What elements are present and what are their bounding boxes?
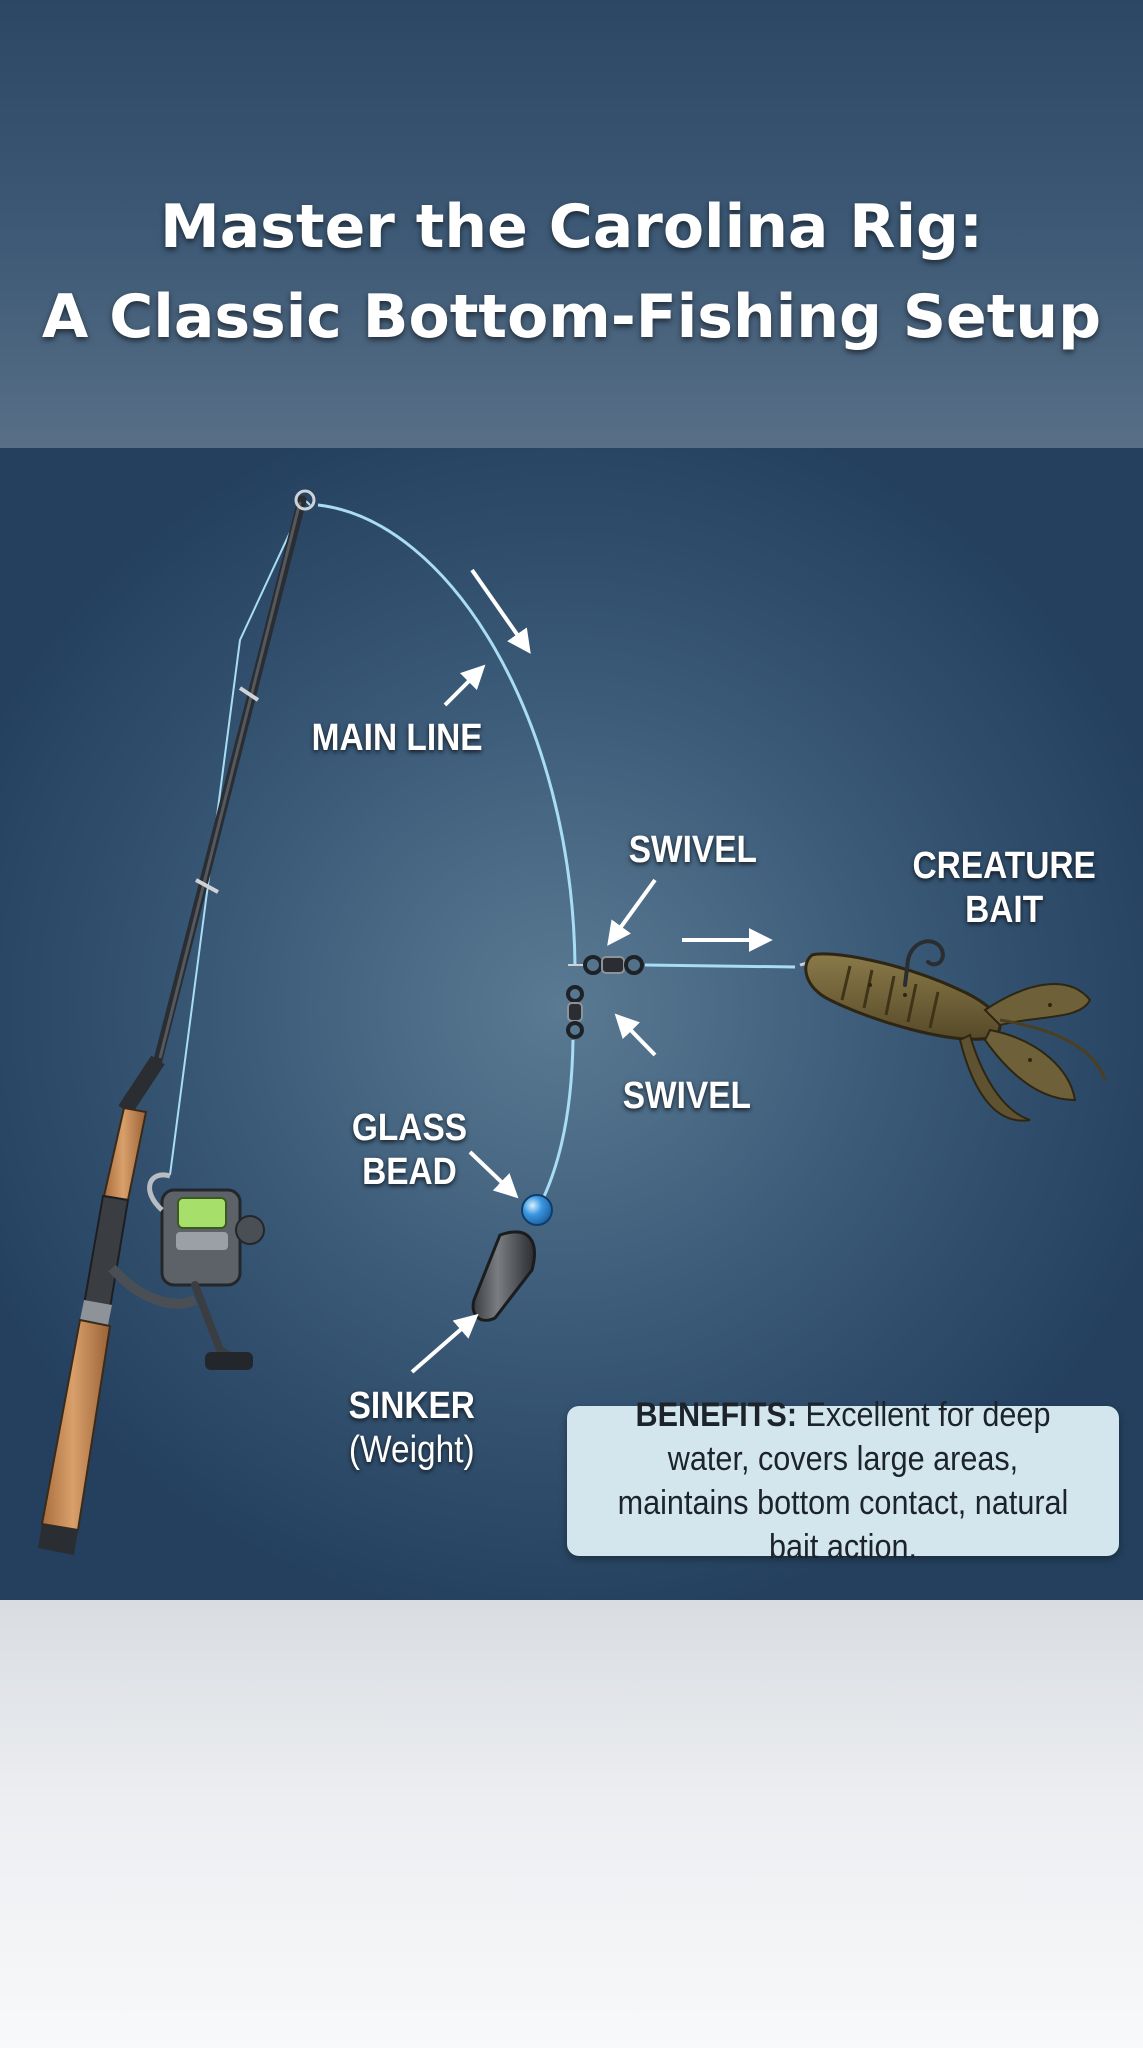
label-sinker-note: (Weight) [348,1429,475,1471]
page-title: Master the Carolina Rig: A Classic Botto… [0,182,1143,362]
main-line [317,503,577,966]
hook-icon [903,939,945,987]
label-glass-bead: GLASS BEAD [351,1107,468,1193]
label-main-line: MAIN LINE [311,717,483,759]
arrow-main-line [443,664,486,707]
sinker-icon [471,1230,536,1322]
label-swivel-top: SWIVEL [628,829,757,871]
title-line-1: Master the Carolina Rig: [159,192,983,262]
benefits-heading: BENEFITS: [635,1396,798,1434]
arrow-sinker [410,1313,479,1374]
leader-line [644,963,796,969]
fishing-rod-icon [38,489,316,1555]
swivel-icon [566,985,584,1039]
creature-bait-icon [799,952,1107,1122]
arrow-swivel-top [607,878,657,946]
footer-band [0,1600,1143,2048]
arrow-swivel-bottom [614,1013,657,1057]
label-sinker: SINKER (Weight) [348,1385,475,1471]
benefits-body: Excellent for deep water, covers large a… [617,1396,1069,1566]
title-line-2: A Classic Bottom-Fishing Setup [41,282,1102,352]
arrow-line-direction [470,568,531,654]
spinning-reel-icon [108,1172,265,1370]
arrow-glass-bead [468,1150,519,1199]
benefits-box: BENEFITS: Excellent for deep water, cove… [567,1396,1119,1566]
main-line-lower [538,1039,575,1206]
label-swivel-bottom: SWIVEL [622,1075,751,1117]
benefits-text: BENEFITS: Excellent for deep water, cove… [600,1393,1086,1569]
line-along-rod [169,498,311,1176]
swivel-icon [568,955,644,975]
glass-bead-icon [521,1194,553,1226]
header: Master the Carolina Rig: A Classic Botto… [0,0,1143,448]
label-creature-bait: CREATURE BAIT [912,845,1096,931]
